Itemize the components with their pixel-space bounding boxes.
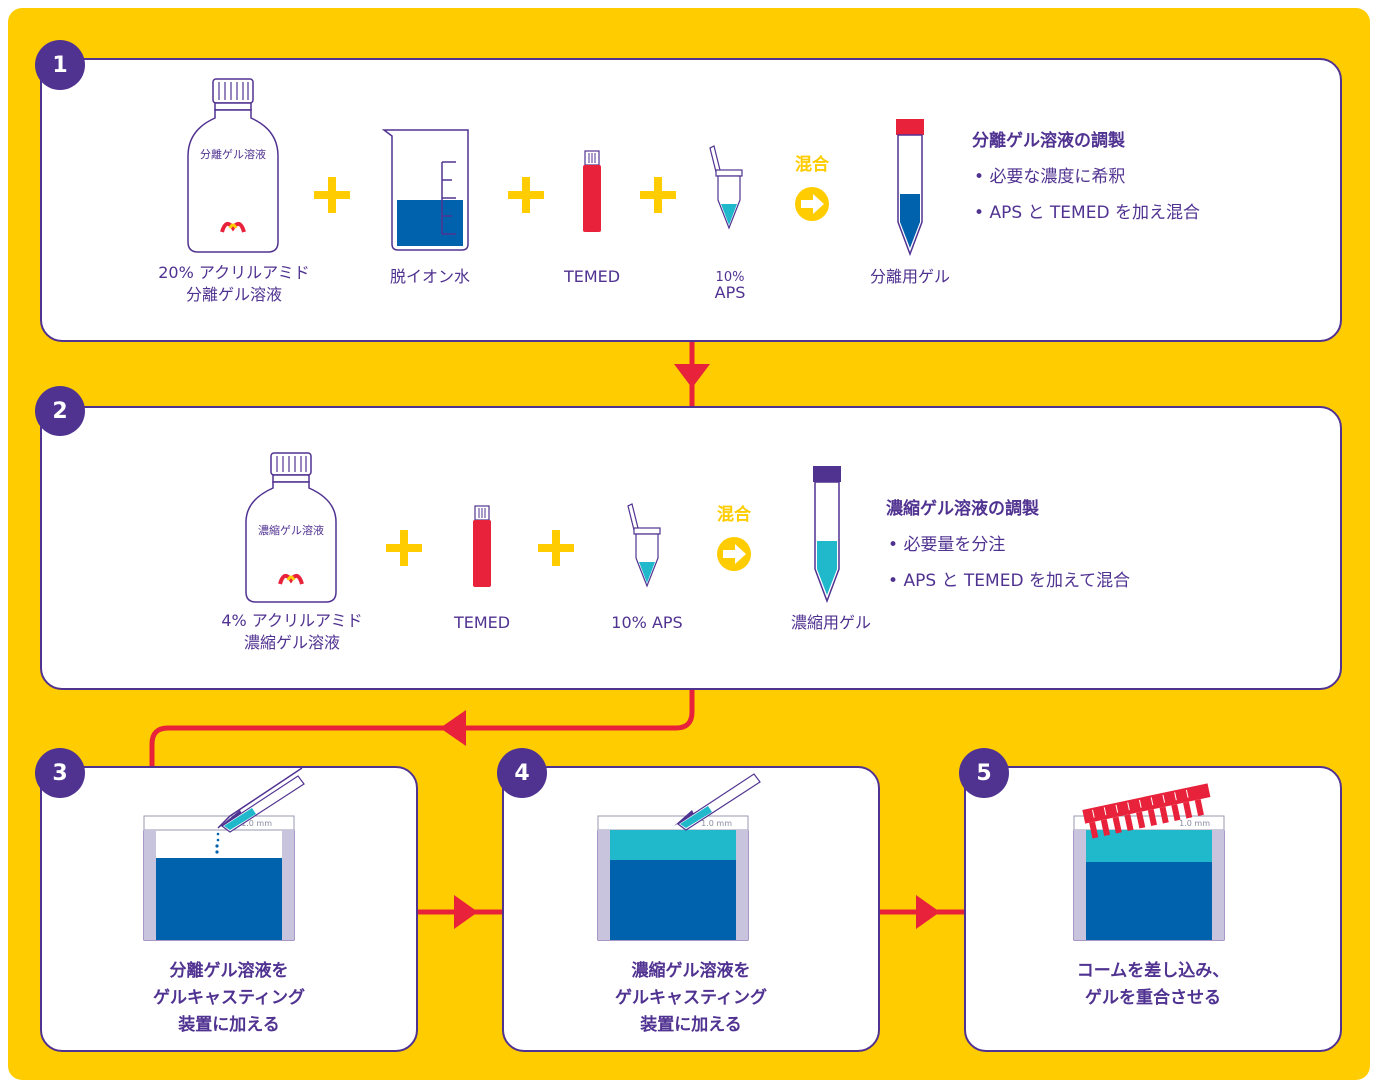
item2-label: TEMED [453,613,511,632]
stacking-gel-tube-icon [813,466,841,604]
step1-bullet: 必要な濃度に希釈 [974,162,1200,198]
step2-bullet: APS と TEMED を加えて混合 [888,566,1130,602]
aps-tube-icon [709,145,743,230]
step4-badge: 4 [497,748,547,798]
stacking-bottle-icon: 濃縮ゲル溶液 [245,452,337,603]
step3-label: 分離ゲル溶液を ゲルキャスティング 装置に加える [153,961,305,1035]
step1-bullet: APS と TEMED を加え混合 [974,198,1200,234]
mix-arrow-icon [717,537,751,571]
bottle-label: 濃縮ゲル溶液 [258,523,324,537]
item4-label-line1: 10% [715,270,745,285]
item3-label: TEMED [563,267,621,286]
step5-badge: 5 [959,748,1009,798]
step2-badge: 2 [35,386,85,436]
step2-title: 濃縮ゲル溶液の調製 [886,499,1039,519]
plus-icon [508,177,544,213]
gel-cassette-comb-icon: 1.0 mm [1073,783,1225,941]
temed-vial-icon [583,150,601,232]
step2-bullet: 必要量を分注 [888,530,1130,566]
acrylamide-bottle-icon: 分離ゲル溶液 [187,78,279,253]
arrow-head-down [674,364,710,388]
item1-label-line2: 分離ゲル溶液 [185,285,282,304]
mix-label: 混合 [795,155,829,175]
step1-badge: 1 [35,40,85,90]
result-label: 分離用ゲル [869,267,950,286]
mix-arrow-icon [795,187,829,221]
plus-icon [314,177,350,213]
step3-badge: 3 [35,748,85,798]
mix-label: 混合 [717,505,751,525]
item1-label-line1: 4% アクリルアミド [221,611,363,630]
temed-vial-icon [473,505,491,587]
arrow-step2-to-step3 [149,688,695,768]
item4-label: 10%APS [690,270,770,302]
arrow-head-right [916,895,940,929]
separating-gel-tube-icon [896,119,924,257]
step4-label: 濃縮ゲル溶液を ゲルキャスティング 装置に加える [615,961,767,1035]
item2-label: 脱イオン水 [389,267,470,286]
step5-label: コームを差し込み、 ゲルを重合させる [1076,961,1230,1008]
arrow-head-left [440,710,466,746]
plus-icon [640,177,676,213]
comb-icon [1082,783,1211,839]
beaker-icon [381,129,469,251]
plus-icon [538,530,574,566]
aps-tube-icon [627,503,661,588]
bottle-label: 分離ゲル溶液 [200,147,266,161]
item1-label-line2: 濃縮ゲル溶液 [243,633,340,652]
arrow-head-right [454,895,478,929]
gel-cassette-icon: 1.0 mm [597,773,761,941]
plate-mark: 1.0 mm [241,819,272,828]
item1-label: 4% アクリルアミド濃縮ゲル溶液 [192,610,392,654]
step2-bullets: 必要量を分注 APS と TEMED を加えて混合 [888,530,1130,602]
step1-title: 分離ゲル溶液の調製 [972,131,1125,151]
gel-cassette-icon: 1.0 mm [143,767,305,941]
plate-mark: 1.0 mm [1179,819,1210,828]
item4-label-line2: APS [714,283,746,302]
item1-label: 20% アクリルアミド分離ゲル溶液 [134,262,334,306]
plate-mark: 1.0 mm [701,819,732,828]
item3-label: 10% APS [611,613,683,632]
item1-label-line1: 20% アクリルアミド [158,263,310,282]
plus-icon [386,530,422,566]
step1-bullets: 必要な濃度に希釈 APS と TEMED を加え混合 [974,162,1200,234]
result-label: 濃縮用ゲル [790,613,871,632]
